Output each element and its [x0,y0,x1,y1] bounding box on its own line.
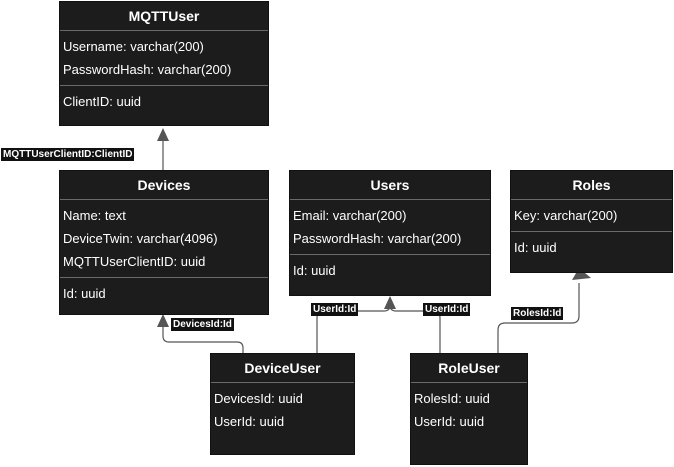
field-row: MQTTUserClientID: uuid [63,254,206,269]
entity-mqttuser[interactable]: MQTTUser Username: varchar(200) Password… [59,1,269,126]
relation-label-roles: RolesId:Id [511,307,564,320]
entity-title: Devices [60,171,268,200]
field-row: RolesId: uuid [414,391,490,406]
relation-label-devices: DevicesId:Id [171,318,234,331]
entity-users[interactable]: Users Email: varchar(200) PasswordHash: … [289,170,491,296]
field-row: PasswordHash: varchar(200) [63,62,232,77]
entity-deviceuser[interactable]: DeviceUser DevicesId: uuid UserId: uuid [210,353,355,455]
entity-roleuser[interactable]: RoleUser RolesId: uuid UserId: uuid [410,353,528,465]
arrowhead-mqttuser [157,128,169,141]
field-row: Username: varchar(200) [63,39,204,54]
entity-devices[interactable]: Devices Name: text DeviceTwin: varchar(4… [59,170,269,315]
key-row: Id: uuid [514,240,557,255]
entity-fields: RolesId: uuid UserId: uuid [411,383,527,437]
entity-key: Id: uuid [60,277,268,309]
field-row: Key: varchar(200) [514,208,618,223]
arrowhead-users [384,296,396,309]
key-row: Id: uuid [293,263,336,278]
entity-title: RoleUser [411,354,527,383]
field-row: UserId: uuid [414,414,485,429]
arrowhead-devices [157,314,169,327]
entity-roles[interactable]: Roles Key: varchar(200) Id: uuid [510,170,673,273]
entity-key: Id: uuid [511,231,672,263]
relation-label-roleuser-users: UserId:Id [423,303,471,316]
entity-title: Roles [511,171,672,200]
key-row: ClientID: uuid [63,94,142,109]
entity-fields: Username: varchar(200) PasswordHash: var… [60,31,268,85]
entity-fields: Key: varchar(200) [511,200,672,231]
entity-key: ClientID: uuid [60,85,268,117]
field-row: Email: varchar(200) [293,208,407,223]
entity-fields: Email: varchar(200) PasswordHash: varcha… [290,200,490,254]
entity-fields: Name: text DeviceTwin: varchar(4096) MQT… [60,200,268,277]
field-row: DeviceTwin: varchar(4096) [63,231,218,246]
field-row: DevicesId: uuid [214,391,303,406]
entity-title: DeviceUser [211,354,354,383]
relation-label-deviceuser-users: UserId:Id [311,303,359,316]
field-row: UserId: uuid [214,414,285,429]
entity-key: Id: uuid [290,254,490,286]
entity-fields: DevicesId: uuid UserId: uuid [211,383,354,437]
entity-title: Users [290,171,490,200]
relation-label-mqtt: MQTTUserClientID:ClientID [1,148,135,161]
entity-title: MQTTUser [60,2,268,31]
key-row: Id: uuid [63,286,106,301]
field-row: Name: text [63,208,126,223]
field-row: PasswordHash: varchar(200) [293,231,462,246]
